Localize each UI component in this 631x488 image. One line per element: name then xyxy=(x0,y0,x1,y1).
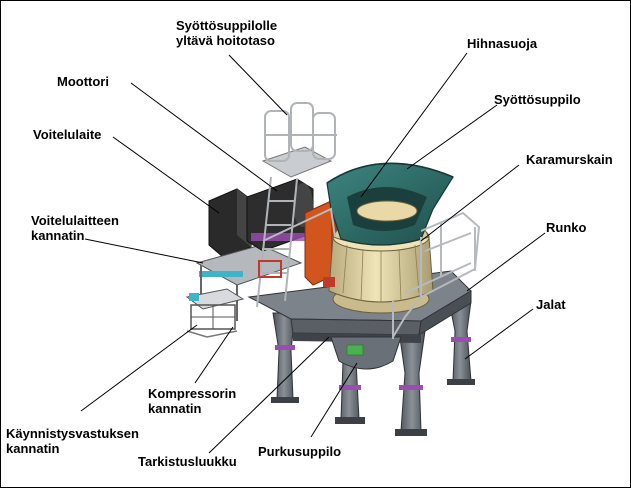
feed-hopper-shape xyxy=(326,162,454,246)
label-legs: Jalat xyxy=(536,297,566,312)
label-lubrication-unit: Voitelulaite xyxy=(33,127,102,142)
label-frame: Runko xyxy=(546,220,587,235)
label-lubrication-bracket: Voitelulaitteen kannatin xyxy=(31,213,119,243)
label-motor: Moottori xyxy=(57,74,109,89)
leg-front-right xyxy=(398,330,426,432)
label-starter-bracket: Käynnistysvastuksen kannatin xyxy=(6,426,139,456)
maintenance-platform-shape xyxy=(256,102,337,308)
guard-rails xyxy=(262,207,481,339)
label-compressor-bracket: Kompressorin kannatin xyxy=(148,386,237,416)
label-feed-hopper: Syöttösuppilo xyxy=(494,92,581,107)
label-belt-guard: Hihnasuoja xyxy=(467,36,538,51)
leader-lines xyxy=(80,52,546,454)
label-cascade-crusher: Karamurskain xyxy=(526,152,613,167)
discharge-hopper-shape xyxy=(330,336,402,370)
motor-shape xyxy=(246,178,314,252)
label-discharge-hopper: Purkusuppilo xyxy=(258,444,342,459)
label-inspection-hatch: Tarkistusluukku xyxy=(138,454,237,469)
label-maintenance-platform: Syöttösuppilolle yltävä hoitotaso xyxy=(176,18,278,48)
